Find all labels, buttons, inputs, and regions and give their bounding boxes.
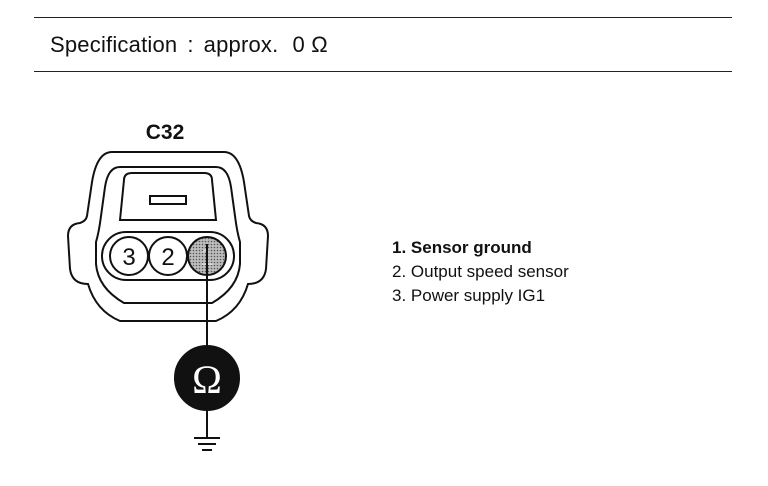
spec-value: 0 [292, 32, 305, 57]
connector-id-label: C32 [146, 121, 185, 144]
pin-cavity-row [101, 231, 235, 281]
connector-pin-2: 2 [148, 236, 188, 276]
connector-pin-3: 3 [109, 236, 149, 276]
pin-3-label: 3 [122, 244, 135, 271]
ground-symbol-icon [194, 437, 220, 451]
spec-separator: : [187, 32, 194, 57]
ohm-symbol: Ω [192, 357, 222, 402]
pin-legend: 1. Sensor ground 2. Output speed sensor … [392, 236, 569, 308]
connector-housing [66, 151, 270, 322]
spec-approx: approx. [203, 32, 279, 57]
specification-line: Specification: approx. 0 Ω [50, 32, 328, 58]
spec-top-rule [34, 17, 732, 18]
spec-label: Specification [50, 32, 178, 57]
legend-item-1: 1. Sensor ground [392, 238, 532, 257]
legend-item-3: 3. Power supply IG1 [392, 286, 546, 305]
ohmmeter: Ω [174, 345, 240, 411]
pin-2-label: 2 [161, 244, 174, 271]
spec-unit: Ω [311, 32, 328, 57]
spec-bottom-rule [34, 71, 732, 72]
connector-latch [149, 195, 187, 205]
legend-item-2: 2. Output speed sensor [392, 262, 569, 281]
